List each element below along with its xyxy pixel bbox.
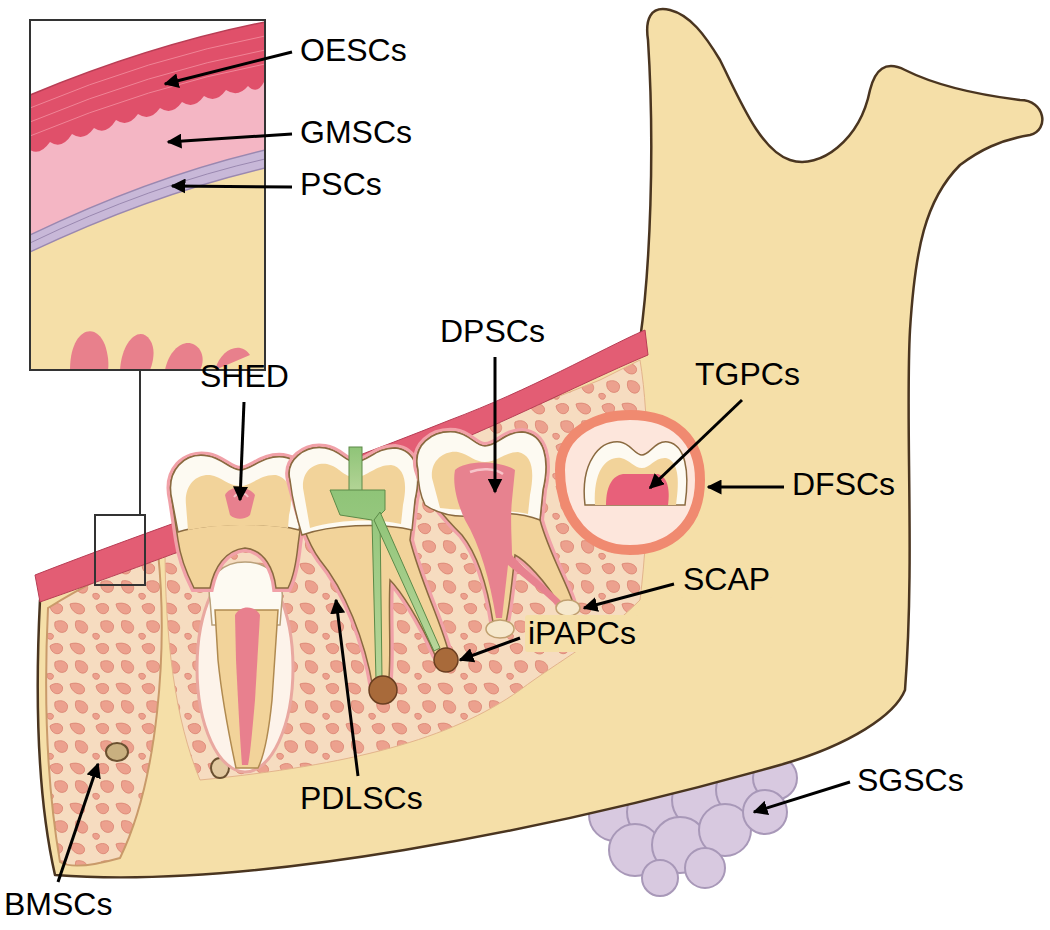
tissue-inset [95,515,145,585]
callout-label: iPAPCs [525,615,639,652]
callout-label: PDLSCs [300,780,423,817]
primary-tooth [171,455,307,772]
cancellous-bone [165,360,648,780]
mental-foramen [106,743,128,761]
leader-arrows [58,52,850,882]
leader-arrows [584,584,674,608]
permanent-tooth [454,463,562,619]
leader-arrows [336,600,358,776]
callout-label: GMSCs [300,114,412,151]
salivary-gland [685,848,725,888]
tissue-inset [31,168,264,252]
leader-arrows [650,400,742,488]
salivary-gland [642,860,678,896]
leader-arrows [240,402,244,500]
tissue-inset [165,343,203,369]
tissue-inset [120,334,154,369]
primary-tooth [235,608,260,766]
treated-tooth [434,648,458,672]
permanent-tooth [556,600,580,616]
leader-arrows [494,357,497,492]
callout-label: OESCs [300,32,407,69]
callout-label: SGSCs [857,762,964,799]
tissue-inset [30,20,265,585]
tissue-inset [31,64,264,136]
tissue-inset [31,150,264,235]
permanent-tooth [470,469,503,474]
callout-label: BMSCs [4,886,112,923]
callout-label: PSCs [300,166,382,203]
tooth-germ [560,415,700,550]
callout-label: DFSCs [792,466,895,503]
tissue-inset [31,159,264,243]
leader-arrows [58,764,98,882]
tissue-inset [31,21,264,152]
treated-tooth [369,676,397,704]
tissue-inset [70,331,108,369]
leader-arrows [708,486,784,489]
leader-arrows [172,186,292,187]
callout-label: DPSCs [440,313,545,350]
tissue-inset [31,21,264,369]
leader-arrows [168,134,292,142]
tissue-inset [30,20,265,370]
salivary-gland [743,790,787,834]
mandible-bone [38,9,1043,877]
callout-label: SCAP [680,561,773,598]
leader-arrows [754,782,850,812]
cut-face [46,552,161,865]
tooth-germ [584,442,687,505]
tissue-inset [30,20,265,370]
tissue-inset [31,50,264,122]
tooth-germ [560,415,700,550]
treated-tooth [374,512,440,651]
permanent-tooth [486,620,514,638]
tissue-inset [31,21,264,369]
tissue-inset [31,21,264,252]
primary-tooth [186,475,291,530]
tooth-germ [595,458,678,505]
callout-label: SHED [200,358,289,395]
tissue-inset [139,370,141,515]
leader-arrows [165,52,292,84]
leader-arrows [460,638,520,660]
callout-label: TGPCs [695,356,800,393]
tissue-inset [31,22,264,95]
